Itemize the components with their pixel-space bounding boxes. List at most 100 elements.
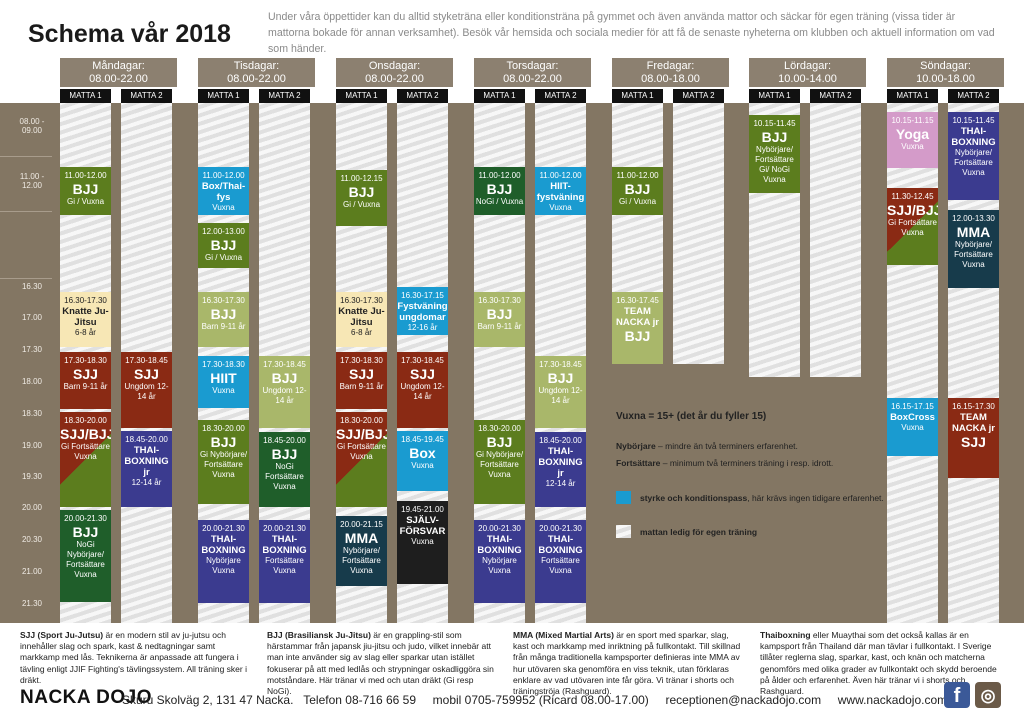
footer-thai: Thaiboxning eller Muaythai som det också… [760, 630, 997, 697]
time-label: 11.00 - 12.00 [19, 172, 45, 190]
mat-header: MATTA 1 [198, 89, 249, 103]
time-label: 20.00 [21, 503, 43, 512]
legend-swatch-free [616, 525, 631, 538]
mat-header: MATTA 2 [259, 89, 310, 103]
phone: Telefon 08-716 66 59 [303, 693, 416, 707]
legend-fortsattare: Fortsättare – minimum två terminers trän… [616, 458, 834, 468]
free-mat-column [887, 103, 938, 623]
free-mat-column [673, 103, 724, 364]
day-header-saturday: Lördagar:10.00-14.00 [749, 58, 866, 87]
time-label: 20.30 [21, 535, 43, 544]
time-divider [0, 278, 52, 279]
footer-bjj: BJJ (Brasiliansk Ju-Jitsu) är en grappli… [267, 630, 494, 697]
mat-header: MATTA 1 [474, 89, 525, 103]
contact-line: Skuru Skolväg 2, 131 47 Nacka. Telefon 0… [122, 693, 947, 707]
page-title: Schema vår 2018 [28, 20, 231, 48]
day-header-monday: Måndagar:08.00-22.00 [60, 58, 177, 87]
day-header-friday: Fredagar:08.00-18.00 [612, 58, 729, 87]
legend-free: mattan ledig för egen träning [640, 527, 758, 537]
time-label: 21.30 [21, 599, 43, 608]
mobile: mobil 0705-759952 (Ricard 08.00-17.00) [432, 693, 649, 707]
facebook-icon[interactable]: f [944, 682, 970, 708]
time-label: 16.30 [21, 282, 43, 291]
day-header-sunday: Söndagar:10.00-18.00 [887, 58, 1004, 87]
mat-header: MATTA 1 [60, 89, 111, 103]
website-link[interactable]: www.nackadojo.com [837, 693, 948, 707]
mat-header: MATTA 2 [535, 89, 586, 103]
address: Skuru Skolväg 2, 131 47 Nacka. [122, 693, 294, 707]
intro-text: Under våra öppettider kan du alltid styk… [268, 11, 995, 55]
footer-mma: MMA (Mixed Martial Arts) är en sport med… [513, 630, 741, 697]
day-header-wednesday: Onsdagar:08.00-22.00 [336, 58, 453, 87]
mat-header: MATTA 2 [673, 89, 724, 103]
legend-swatch-fitness [616, 491, 631, 504]
mat-header: MATTA 2 [810, 89, 861, 103]
email-link[interactable]: receptionen@nackadojo.com [665, 693, 822, 707]
time-label: 21.00 [21, 567, 43, 576]
mat-header: MATTA 1 [336, 89, 387, 103]
time-label: 17.00 [21, 313, 43, 322]
mat-header: MATTA 2 [121, 89, 172, 103]
footer [0, 623, 1024, 724]
mat-header: MATTA 1 [749, 89, 800, 103]
footer-sjj: SJJ (Sport Ju-Jutsu) är en modern stil a… [20, 630, 247, 685]
instagram-icon[interactable]: ◎ [975, 682, 1001, 708]
day-header-tuesday: Tisdagar:08.00-22.00 [198, 58, 315, 87]
time-label: 17.30 [21, 345, 43, 354]
legend-fitness: styrke och konditionspass, här krävs ing… [640, 493, 884, 503]
time-label: 19.00 [21, 441, 43, 450]
time-label: 19.30 [21, 472, 43, 481]
mat-header: MATTA 2 [948, 89, 999, 103]
day-header-thursday: Torsdagar:08.00-22.00 [474, 58, 591, 87]
time-divider [0, 211, 52, 212]
brand-logo: NACKA DOJO [20, 687, 153, 708]
free-mat-column [810, 103, 861, 377]
legend-vuxna: Vuxna = 15+ (det år du fyller 15) [616, 411, 767, 422]
time-label: 18.30 [21, 409, 43, 418]
time-divider [0, 156, 52, 157]
mat-header: MATTA 2 [397, 89, 448, 103]
